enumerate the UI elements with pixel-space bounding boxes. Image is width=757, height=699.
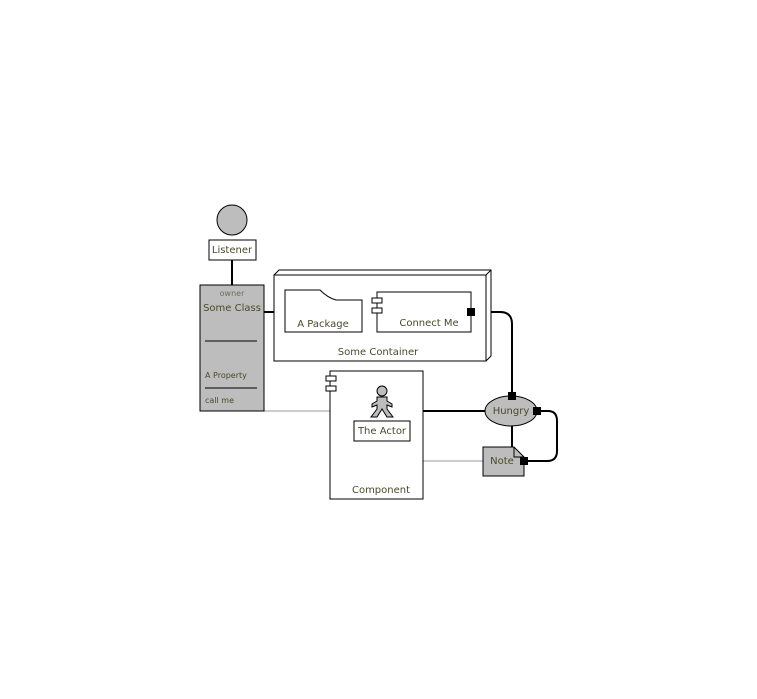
connect-me-label: Connect Me: [399, 318, 458, 329]
actor-icon: [370, 385, 394, 418]
listener-label-box: [208, 239, 257, 261]
connect-me-component-tab-bottom: [371, 307, 383, 314]
class-some-class[interactable]: owner Some Class A Property call me: [199, 284, 265, 412]
class-box: [199, 284, 265, 412]
component-tab-bottom: [325, 385, 337, 392]
connect-me-box: [376, 291, 472, 333]
listener-label: Listener: [212, 245, 253, 256]
listener-interface-icon: [216, 204, 248, 236]
hungry-port-right[interactable]: [533, 407, 541, 415]
package-label: A Package: [297, 319, 348, 330]
hungry-label: Hungry: [493, 406, 530, 417]
actor-label: The Actor: [357, 426, 407, 437]
class-operation: call me: [205, 396, 234, 405]
class-property: A Property: [205, 371, 247, 380]
note-label: Note: [490, 456, 514, 467]
container-label: Some Container: [338, 347, 419, 358]
component-label: Component: [352, 485, 410, 496]
container-depth-edge: [485, 269, 492, 276]
class-stereotype: owner: [220, 289, 245, 298]
hungry-node[interactable]: Hungry: [484, 392, 541, 427]
note-node[interactable]: Note: [482, 446, 528, 477]
connect-me-node[interactable]: Connect Me: [371, 291, 475, 333]
note-port[interactable]: [520, 457, 528, 465]
connector-connectme-hungry[interactable]: [471, 311, 513, 396]
class-name: Some Class: [203, 303, 261, 314]
connect-me-component-tab-top: [371, 297, 383, 304]
connector-hungry-note-loop[interactable]: [524, 410, 558, 462]
package-shape: [284, 289, 363, 333]
listener-node[interactable]: Listener: [208, 204, 257, 261]
package-node[interactable]: A Package: [284, 289, 363, 333]
component-tab-top: [325, 375, 337, 382]
actor-node[interactable]: The Actor: [353, 385, 411, 442]
hungry-port-top[interactable]: [508, 392, 516, 400]
actor-label-box: [353, 420, 411, 442]
connect-me-port[interactable]: [467, 308, 475, 316]
